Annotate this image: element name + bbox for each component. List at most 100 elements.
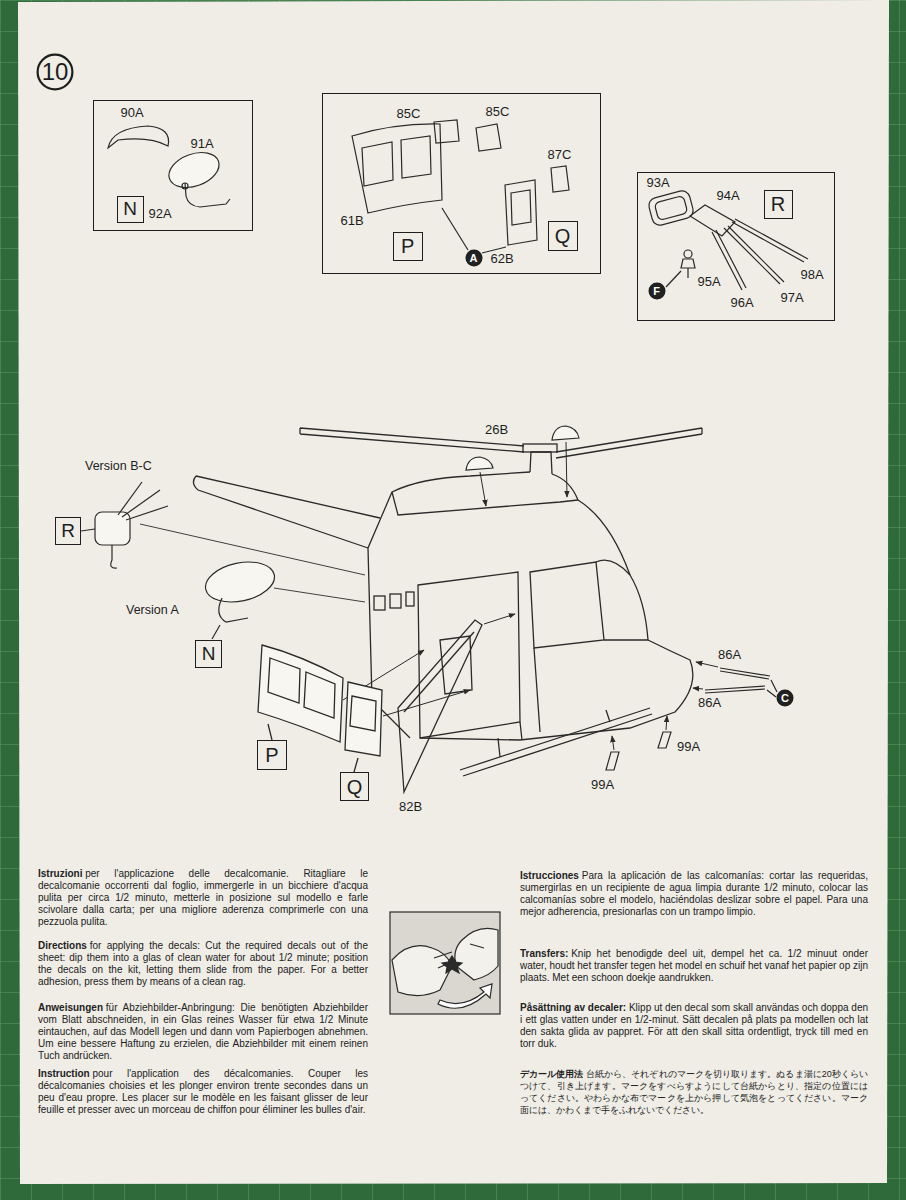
- roof-light-parts: [466, 457, 493, 470]
- circle-outline: [38, 55, 73, 90]
- mirror-b-c-drawing: [118, 482, 168, 520]
- door-drawing: [304, 672, 335, 718]
- callout-number: 91A: [190, 137, 215, 151]
- antenna-and-step-parts: [606, 668, 777, 770]
- paragraph-heading: Istruzioni: [38, 868, 82, 879]
- paragraph-heading: Instruction: [38, 1068, 90, 1079]
- helicopter-drawing: [520, 648, 540, 740]
- decal-instruction-paragraph: Istruzioniper l'applicazione delle decal…: [38, 868, 368, 928]
- callout-number: 86A: [717, 648, 742, 662]
- version-label: Version B-C: [84, 460, 153, 474]
- step-panel: 85C85C87C61B62BPAQ: [322, 93, 601, 274]
- part-group-box: P: [393, 232, 423, 261]
- door-drawing: [268, 658, 300, 703]
- part-group-box: N: [117, 196, 144, 223]
- assembly-arrows: [696, 662, 718, 667]
- helicopter-drawing: [392, 492, 578, 515]
- door-parts-drawing: [352, 124, 442, 213]
- callout-number: 95A: [697, 275, 722, 289]
- paragraph-heading: Påsättning av decaler:: [520, 1002, 626, 1013]
- door-parts-drawing: [505, 180, 537, 245]
- part-group-box: R: [764, 190, 793, 219]
- helicopter-drawing: [374, 596, 385, 610]
- circle-outline: [466, 250, 482, 266]
- circle-letter: F: [653, 285, 660, 297]
- helicopter-drawing: [406, 592, 414, 606]
- assembly-arrows: [666, 716, 667, 730]
- antenna-and-step-parts: [658, 732, 671, 748]
- callout-number: 61B: [340, 214, 365, 228]
- box-letter: Q: [555, 225, 571, 247]
- callout-number: 99A: [676, 740, 701, 754]
- decal-instruction-paragraph: Påsättning av decaler:Klipp ut den decal…: [520, 1002, 868, 1050]
- mirror-bracket-drawing: [684, 250, 692, 258]
- mirror-parts-drawing: [185, 183, 230, 207]
- paper-sheet: [18, 0, 889, 1184]
- assembly-arrows: [343, 442, 718, 750]
- callout-number: 26B: [484, 423, 509, 437]
- paragraph-heading: デカール使用法: [520, 1069, 583, 1079]
- circled-letter: C: [776, 689, 794, 707]
- decal-instruction-paragraph: Transfers:Knip het benodigde deel uit, d…: [520, 948, 868, 984]
- callout-number: 85C: [485, 105, 511, 119]
- callout-number: 86A: [697, 696, 722, 710]
- door-drawing: [404, 632, 474, 712]
- circle-letter: C: [781, 692, 789, 704]
- decal-instruction-paragraph: デカール使用法台紙から、それぞれのマークを切り取ります。ぬるま湯に20秒くらいつ…: [520, 1068, 868, 1116]
- step-panel: 93A94A95A96A97A98ARF: [637, 172, 835, 321]
- part-group-box: Q: [548, 221, 578, 251]
- callout-number: 92A: [148, 207, 173, 221]
- helicopter-drawing: [390, 594, 401, 608]
- mirror-parts-drawing: [164, 146, 224, 194]
- helicopter-drawing: [530, 562, 604, 648]
- door-parts-drawing: [511, 190, 531, 225]
- callout-number: 62B: [490, 252, 515, 266]
- door-parts-drawing: [352, 120, 569, 253]
- mirror-parts-drawing: [108, 126, 169, 148]
- assembly-arrows: [484, 614, 515, 624]
- callout-number: 97A: [780, 291, 805, 305]
- mirror-bracket-drawing: [681, 259, 695, 278]
- assembly-arrows: [566, 442, 567, 497]
- paragraph-heading: Directions: [38, 940, 87, 951]
- box-letter: P: [401, 235, 414, 257]
- mirror-parts-drawing: [182, 183, 188, 189]
- antenna-and-step-parts: [767, 680, 777, 697]
- part-group-box: Q: [340, 772, 369, 801]
- door-drawing: [350, 696, 376, 731]
- door-parts-drawing: [434, 120, 459, 143]
- mirror-b-c-drawing: [95, 512, 130, 545]
- helicopter-drawing: [420, 640, 693, 740]
- helicopter-drawing: [556, 428, 702, 458]
- assembly-arrows: [480, 472, 486, 506]
- mirror-a-drawing: [219, 598, 248, 622]
- part-group-box: R: [55, 517, 81, 545]
- mirror-a-drawing: [212, 625, 220, 639]
- part-group-box: P: [257, 740, 287, 770]
- antenna-and-step-parts: [705, 686, 765, 693]
- helicopter-drawing: [193, 476, 380, 548]
- callout-number: 85C: [396, 107, 422, 121]
- box-letter: P: [265, 744, 278, 766]
- decal-hands-picture: [390, 912, 500, 1014]
- assembly-arrows: [612, 736, 614, 750]
- mirror-b-c-drawing: [111, 545, 117, 568]
- mirror-bracket-drawing: [666, 271, 681, 287]
- door-drawing: [345, 682, 382, 756]
- helicopter-drawing: [460, 708, 652, 776]
- decal-hands-picture: [390, 912, 500, 1014]
- helicopter-drawing: [380, 472, 578, 520]
- version-label: Version A: [125, 604, 180, 618]
- decal-instruction-paragraph: Anweisungenfür Abziehbilder-Anbringung: …: [38, 1002, 368, 1062]
- step-panel: 90A 91A 92A N: [93, 100, 253, 231]
- assembly-arrows: [693, 688, 703, 689]
- callout-number: 90A: [120, 106, 145, 120]
- circled-letter: F: [648, 282, 666, 300]
- decal-instruction-paragraph: Directionsfor applying the decals: Cut t…: [38, 940, 368, 988]
- decal-hands-picture: [438, 984, 492, 1008]
- box-letter: N: [123, 199, 137, 220]
- paragraph-body: for applying the decals: Cut the require…: [38, 940, 368, 987]
- roof-light-parts: [466, 426, 579, 470]
- callout-number: 96A: [730, 296, 755, 310]
